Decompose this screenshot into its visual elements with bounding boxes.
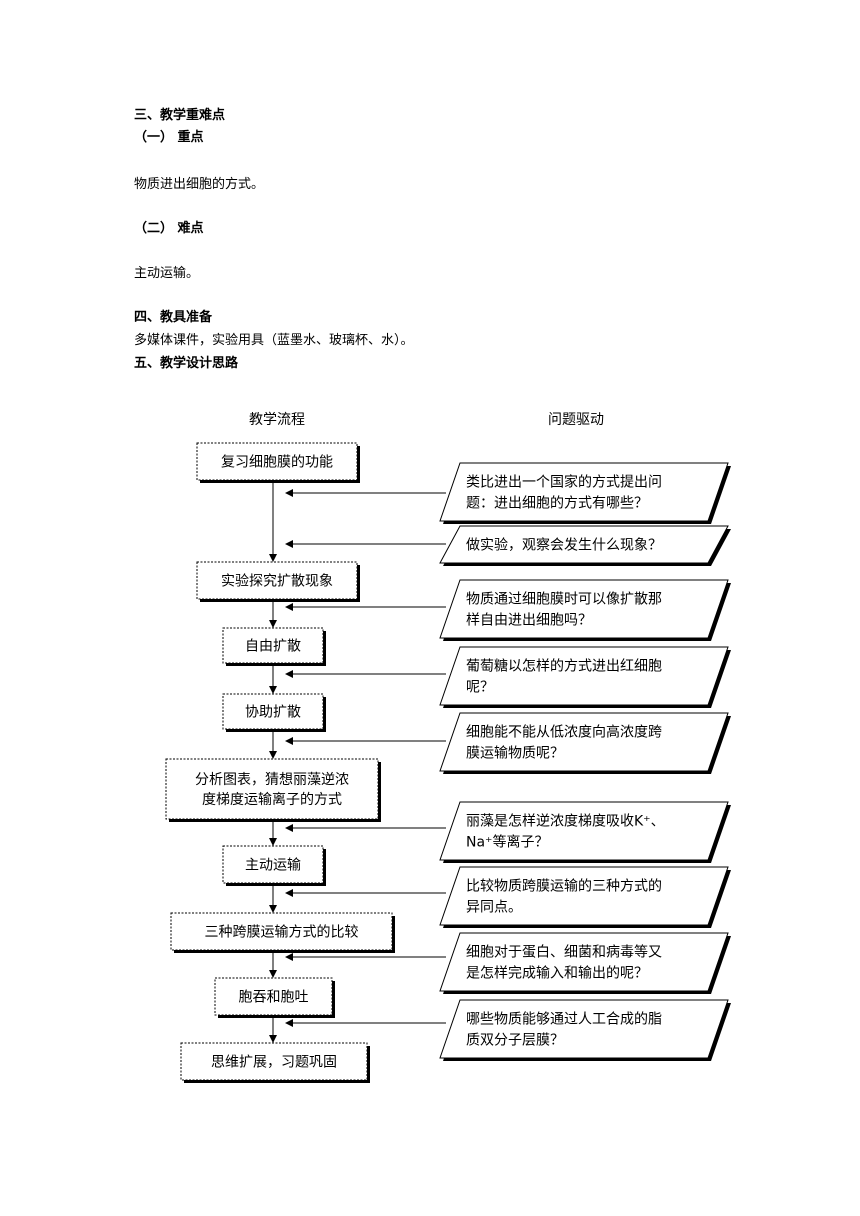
section3-text1: 物质进出细胞的方式。 [134, 177, 265, 192]
flow-question-text: 是怎样完成输入和输出的呢？ [466, 966, 648, 982]
flow-step-box [222, 627, 324, 664]
flow-question-text: 细胞能不能从低浓度向高浓度跨 [466, 724, 662, 741]
flow-question-text: 做实验，观察会发生什么现象？ [466, 537, 662, 554]
section3-text2: 主动运输。 [134, 266, 200, 281]
section4-heading: 四、教具准备 [134, 310, 213, 325]
flow-question-text: 类比进出一个国家的方式提出问 [466, 474, 662, 491]
flow-left-header: 教学流程 [249, 412, 305, 428]
flow-question: 做实验，观察会发生什么现象？ [439, 525, 731, 566]
flow-step-text: 胞吞和胞吐 [239, 990, 309, 1006]
flow-step-box [196, 442, 358, 481]
flow-step-box [214, 977, 333, 1016]
flow-question-box [439, 646, 729, 706]
flow-step-box [165, 758, 379, 820]
flow-step-box [222, 693, 324, 730]
flow-step-text: 协助扩散 [245, 705, 301, 721]
flow-question-text: 细胞对于蛋白、细菌和病毒等又 [466, 944, 662, 961]
flow-step-text: 思维扩展，习题巩固 [211, 1055, 337, 1071]
flow-question-text: 呢？ [466, 680, 494, 696]
flow-step-box [170, 912, 393, 951]
flow-step: 自由扩散 [222, 627, 326, 666]
flow-step-box [222, 845, 324, 884]
flow-step: 思维扩展，习题巩固 [180, 1042, 370, 1083]
section3-sub1: （一） 重点 [134, 130, 204, 145]
flow-question-box [439, 712, 729, 772]
flow-step: 三种跨膜运输方式的比较 [170, 912, 395, 953]
flow-step-text: 自由扩散 [245, 639, 301, 655]
section3-sub2: （二） 难点 [134, 221, 204, 236]
flow-question: 丽藻是怎样逆浓度梯度吸收K⁺、 Na⁺等离子？ [439, 801, 731, 863]
flow-question-box [439, 932, 729, 992]
flow-question-text: 题：进出细胞的方式有哪些？ [466, 496, 648, 512]
flow-question-box [439, 579, 729, 639]
flow-step: 实验探究扩散现象 [196, 561, 360, 602]
flow-question-box [439, 801, 729, 861]
flow-question-box [439, 999, 729, 1059]
flow-question-text: 物质通过细胞膜时可以像扩散那 [466, 592, 662, 608]
section4-text: 多媒体课件，实验用具（蓝墨水、玻璃杯、水）。 [134, 333, 414, 348]
flow-step-text: 分析图表，猜想丽藻逆浓 [195, 772, 349, 788]
flow-step-text: 度梯度运输离子的方式 [202, 791, 342, 808]
flow-question-text: 异同点。 [466, 900, 522, 916]
flow-step-text: 实验探究扩散现象 [221, 574, 333, 590]
flow-step-text: 三种跨膜运输方式的比较 [205, 925, 359, 941]
flow-question-box [439, 866, 729, 926]
flow-question-text: 样自由进出细胞吗？ [466, 613, 592, 629]
flow-step-text: 复习细胞膜的功能 [221, 454, 333, 471]
flow-question-text: 葡萄糖以怎样的方式进出红细胞 [466, 659, 662, 675]
flow-step-box [180, 1042, 368, 1081]
flow-step: 复习细胞膜的功能 [196, 442, 360, 483]
flow-question-text: 哪些物质能够通过人工合成的脂 [466, 1012, 662, 1028]
section3-heading: 三、教学重难点 [134, 108, 226, 123]
flow-step-box [196, 561, 358, 600]
flow-step-text: 主动运输 [245, 858, 301, 874]
flow-right-header: 问题驱动 [548, 412, 604, 428]
section5-heading: 五、教学设计思路 [134, 356, 239, 371]
flow-step: 主动运输 [222, 845, 326, 886]
flow-question-text: Na⁺等离子？ [466, 834, 548, 851]
flow-question-box [439, 462, 729, 522]
flow-step: 协助扩散 [222, 693, 326, 732]
flow-question-text: 膜运输物质呢？ [466, 746, 564, 762]
flow-question-box [439, 525, 729, 564]
flow-question-text: 质双分子层膜？ [466, 1033, 564, 1049]
flow-step: 胞吞和胞吐 [214, 977, 335, 1018]
flow-question-text: 比较物质跨膜运输的三种方式的 [466, 879, 662, 895]
flow-question-text: 丽藻是怎样逆浓度梯度吸收K⁺、 [466, 814, 665, 830]
